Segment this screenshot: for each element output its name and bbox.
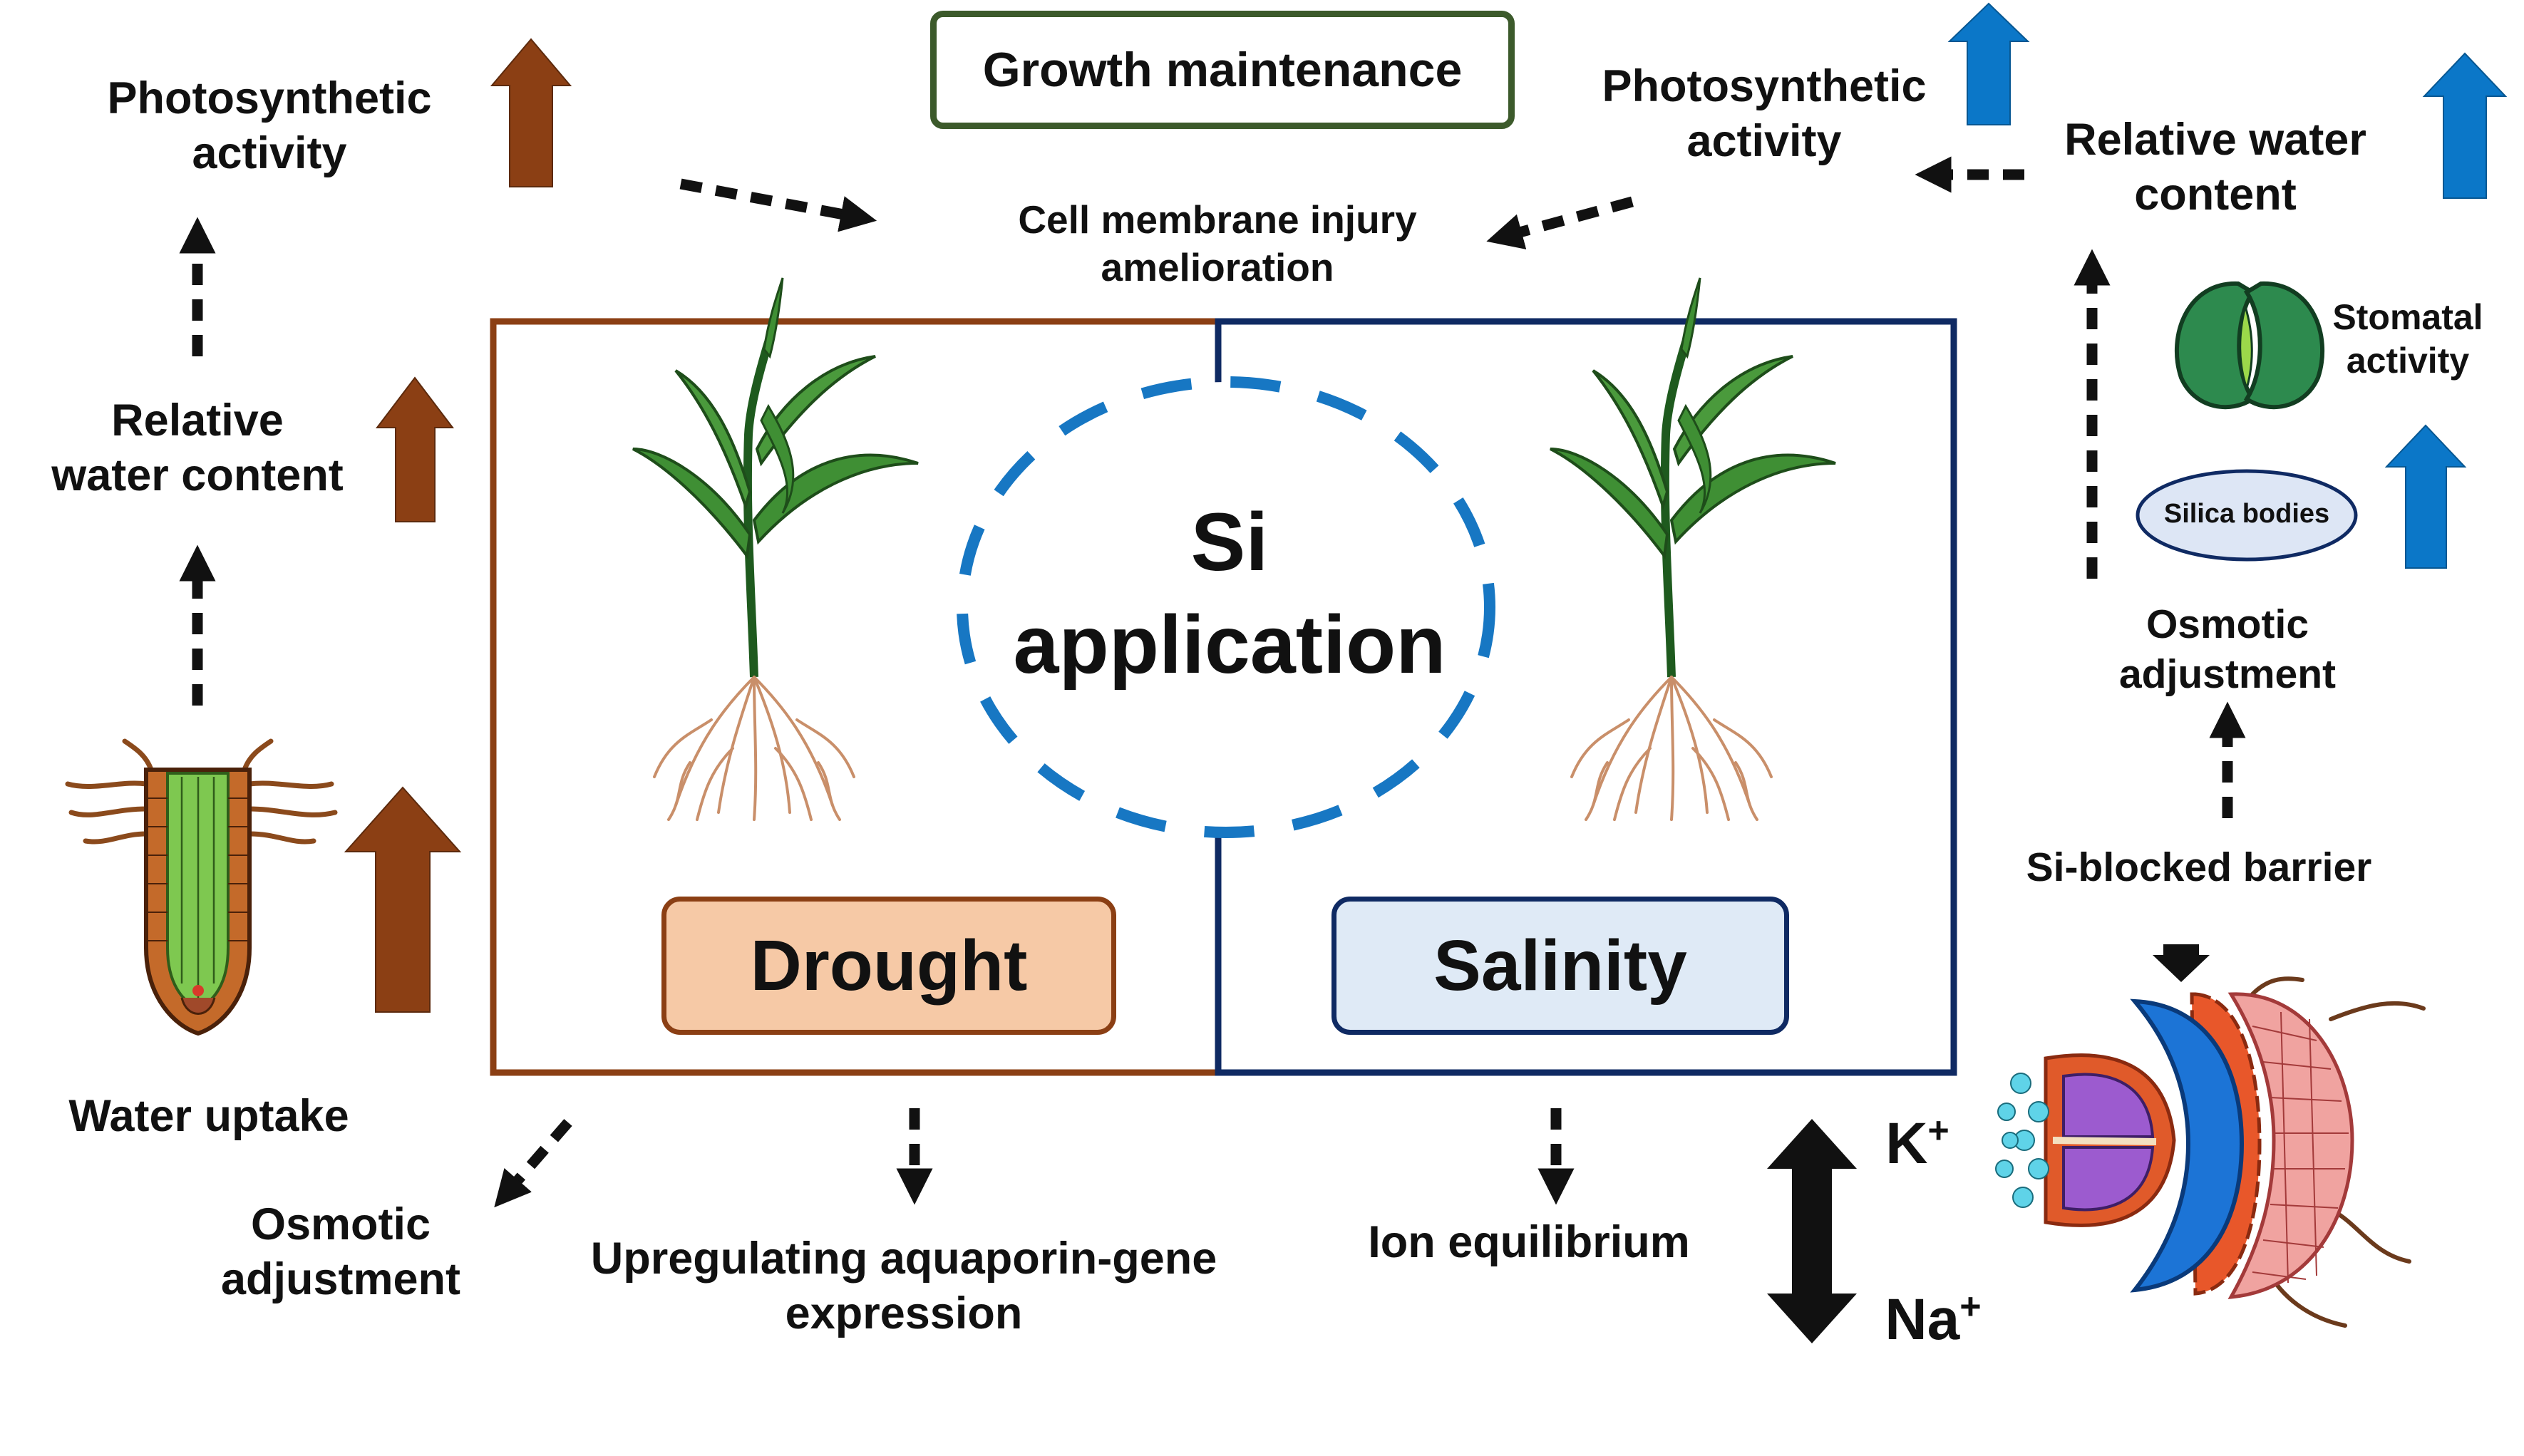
ion-double-arrow bbox=[1767, 1119, 1857, 1343]
drought-osmotic-label: Osmotic adjustment bbox=[220, 1199, 461, 1304]
root-cross-section-illustration bbox=[1995, 976, 2426, 1328]
salinity-plant-illustration bbox=[1550, 278, 1835, 820]
membrane-injury-label: Cell membrane injury amelioration bbox=[1018, 197, 1417, 290]
potassium-ion-label: K+ bbox=[1885, 1110, 1949, 1176]
si-blocked-barrier-label: Si-blocked barrier bbox=[2026, 845, 2372, 890]
root-tip-illustration bbox=[65, 738, 338, 1036]
stomata-illustration bbox=[2174, 281, 2325, 410]
drought-photosynthetic-label: Photosynthetic activity bbox=[107, 73, 432, 178]
drought-box: Drought bbox=[661, 897, 1116, 1035]
blue-up-arrow-rwc bbox=[2422, 52, 2508, 199]
silica-bodies-label: Silica bodies bbox=[2163, 499, 2330, 529]
salinity-label: Salinity bbox=[1433, 925, 1687, 1006]
growth-maintenance-label: Growth maintenance bbox=[982, 43, 1463, 97]
growth-maintenance-box: Growth maintenance bbox=[930, 11, 1515, 129]
stomatal-activity-label: Stomatal activity bbox=[2332, 297, 2483, 381]
salinity-rwc-label: Relative water content bbox=[2064, 115, 2366, 220]
dashed-arrow-right-photosynthetic-to-membrane bbox=[1486, 196, 1634, 249]
sodium-ion-label: Na+ bbox=[1885, 1286, 1982, 1352]
salinity-box: Salinity bbox=[1331, 897, 1789, 1035]
solid-arrow-down-barrier bbox=[2153, 944, 2210, 982]
si-application-label: Si application bbox=[1013, 497, 1446, 691]
drought-plant-illustration bbox=[633, 278, 918, 820]
brown-up-arrow-water-uptake bbox=[344, 786, 462, 1013]
blue-up-arrow-photosynthetic bbox=[1947, 2, 2030, 125]
ion-equilibrium-label: Ion equilibrium bbox=[1368, 1217, 1690, 1267]
aquaporin-label: Upregulating aquaporin-gene expression bbox=[590, 1234, 1217, 1338]
water-uptake-label: Water uptake bbox=[68, 1091, 349, 1141]
drought-label: Drought bbox=[750, 925, 1028, 1006]
drought-rwc-label: Relative water content bbox=[51, 396, 344, 500]
silica-bodies-ellipse bbox=[2136, 469, 2358, 562]
dashed-arrow-to-osmotic-left bbox=[494, 1119, 572, 1208]
brown-up-arrow-photosynthetic bbox=[490, 38, 572, 187]
salinity-photosynthetic-label: Photosynthetic activity bbox=[1602, 61, 1927, 166]
dashed-arrow-left-photosynthetic-to-membrane bbox=[679, 178, 877, 232]
brown-up-arrow-rwc bbox=[375, 376, 455, 522]
si-dashed-circle bbox=[957, 376, 1495, 838]
salinity-osmotic-label: Osmotic adjustment bbox=[2118, 601, 2337, 697]
blue-up-arrow-stomatal bbox=[2384, 424, 2467, 569]
